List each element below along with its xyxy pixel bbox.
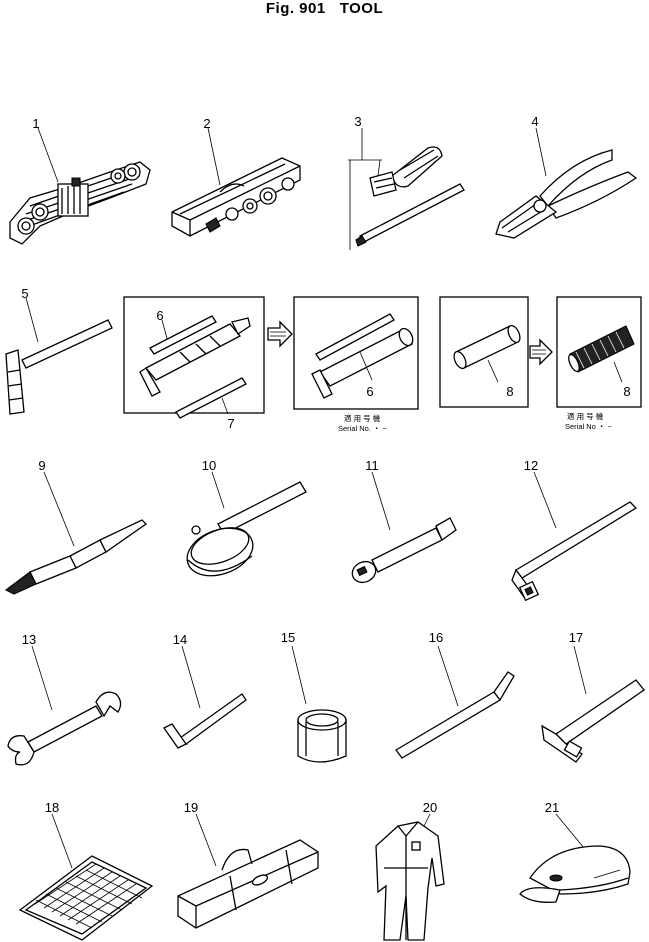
part-label: 8 [623, 384, 630, 399]
part-label: 19 [184, 800, 198, 815]
part-label: 15 [281, 630, 295, 645]
part-label: 4 [531, 114, 538, 129]
part-8-grease-cartridge-new-box [556, 296, 642, 408]
figure-title: Fig. 901 TOOL [0, 0, 649, 17]
part-label: 20 [423, 800, 437, 815]
part-label: 10 [202, 458, 216, 473]
part-label: 21 [545, 800, 559, 815]
part-label: 2 [203, 116, 210, 131]
part-6-7-grease-gun-box [123, 296, 265, 419]
part-19-tool-bag [177, 813, 319, 929]
part-13-open-end-wrench [7, 645, 122, 766]
part-label: 17 [569, 630, 583, 645]
part-label: 18 [45, 800, 59, 815]
part-11-socket-extension [351, 471, 457, 584]
figure-name: TOOL [339, 0, 384, 17]
part-label: 6 [156, 308, 163, 323]
part-label: 7 [227, 416, 234, 431]
part-4-pliers [495, 127, 638, 239]
serial-note-text: Serial No. ・ ~ [338, 424, 388, 433]
part-5-hammer [5, 297, 113, 415]
part-label: 14 [173, 632, 187, 647]
part-number-labels: 1 2 3 4 5 6 7 6 8 8 9 10 11 12 13 14 15 … [21, 114, 630, 815]
part-label: 12 [524, 458, 538, 473]
part-21-cap [519, 813, 631, 903]
arrow-right-1 [267, 320, 293, 348]
part-15-socket [291, 645, 347, 763]
serial-notes: 適 用 号 機 Serial No. ・ ~ 適 用 号 機 Serial No… [338, 411, 613, 433]
arrow-right-2 [529, 338, 553, 366]
part-2-tool-box [171, 127, 301, 237]
part-8-grease-cartridge-box [439, 296, 529, 408]
serial-note-text: Serial No ・ ~ [565, 422, 613, 431]
part-label: 3 [354, 114, 361, 129]
part-label: 5 [21, 286, 28, 301]
part-9-scraper [4, 471, 148, 595]
part-3-screwdriver [348, 128, 465, 250]
serial-note-kanji: 適 用 号 機 [344, 413, 381, 423]
part-label: 13 [22, 632, 36, 647]
part-label: 9 [38, 458, 45, 473]
part-label: 1 [32, 116, 39, 131]
part-20-coverall [375, 813, 445, 941]
part-label: 6 [366, 384, 373, 399]
part-label: 16 [429, 630, 443, 645]
part-1-wrench-set [9, 127, 151, 245]
part-14-hex-key [163, 645, 247, 749]
part-label: 8 [506, 384, 513, 399]
part-16-bent-bar [395, 645, 515, 759]
part-18-sheet [18, 813, 154, 941]
part-label: 11 [365, 458, 379, 473]
part-10-filter-wrench [186, 471, 307, 577]
part-17-large-hex-key [541, 645, 645, 763]
part-6-grease-gun-new-box [293, 296, 419, 410]
figure-label: Fig. 901 [265, 0, 326, 17]
part-12-l-wrench [511, 471, 638, 602]
serial-note-kanji: 適 用 号 機 [567, 411, 604, 421]
